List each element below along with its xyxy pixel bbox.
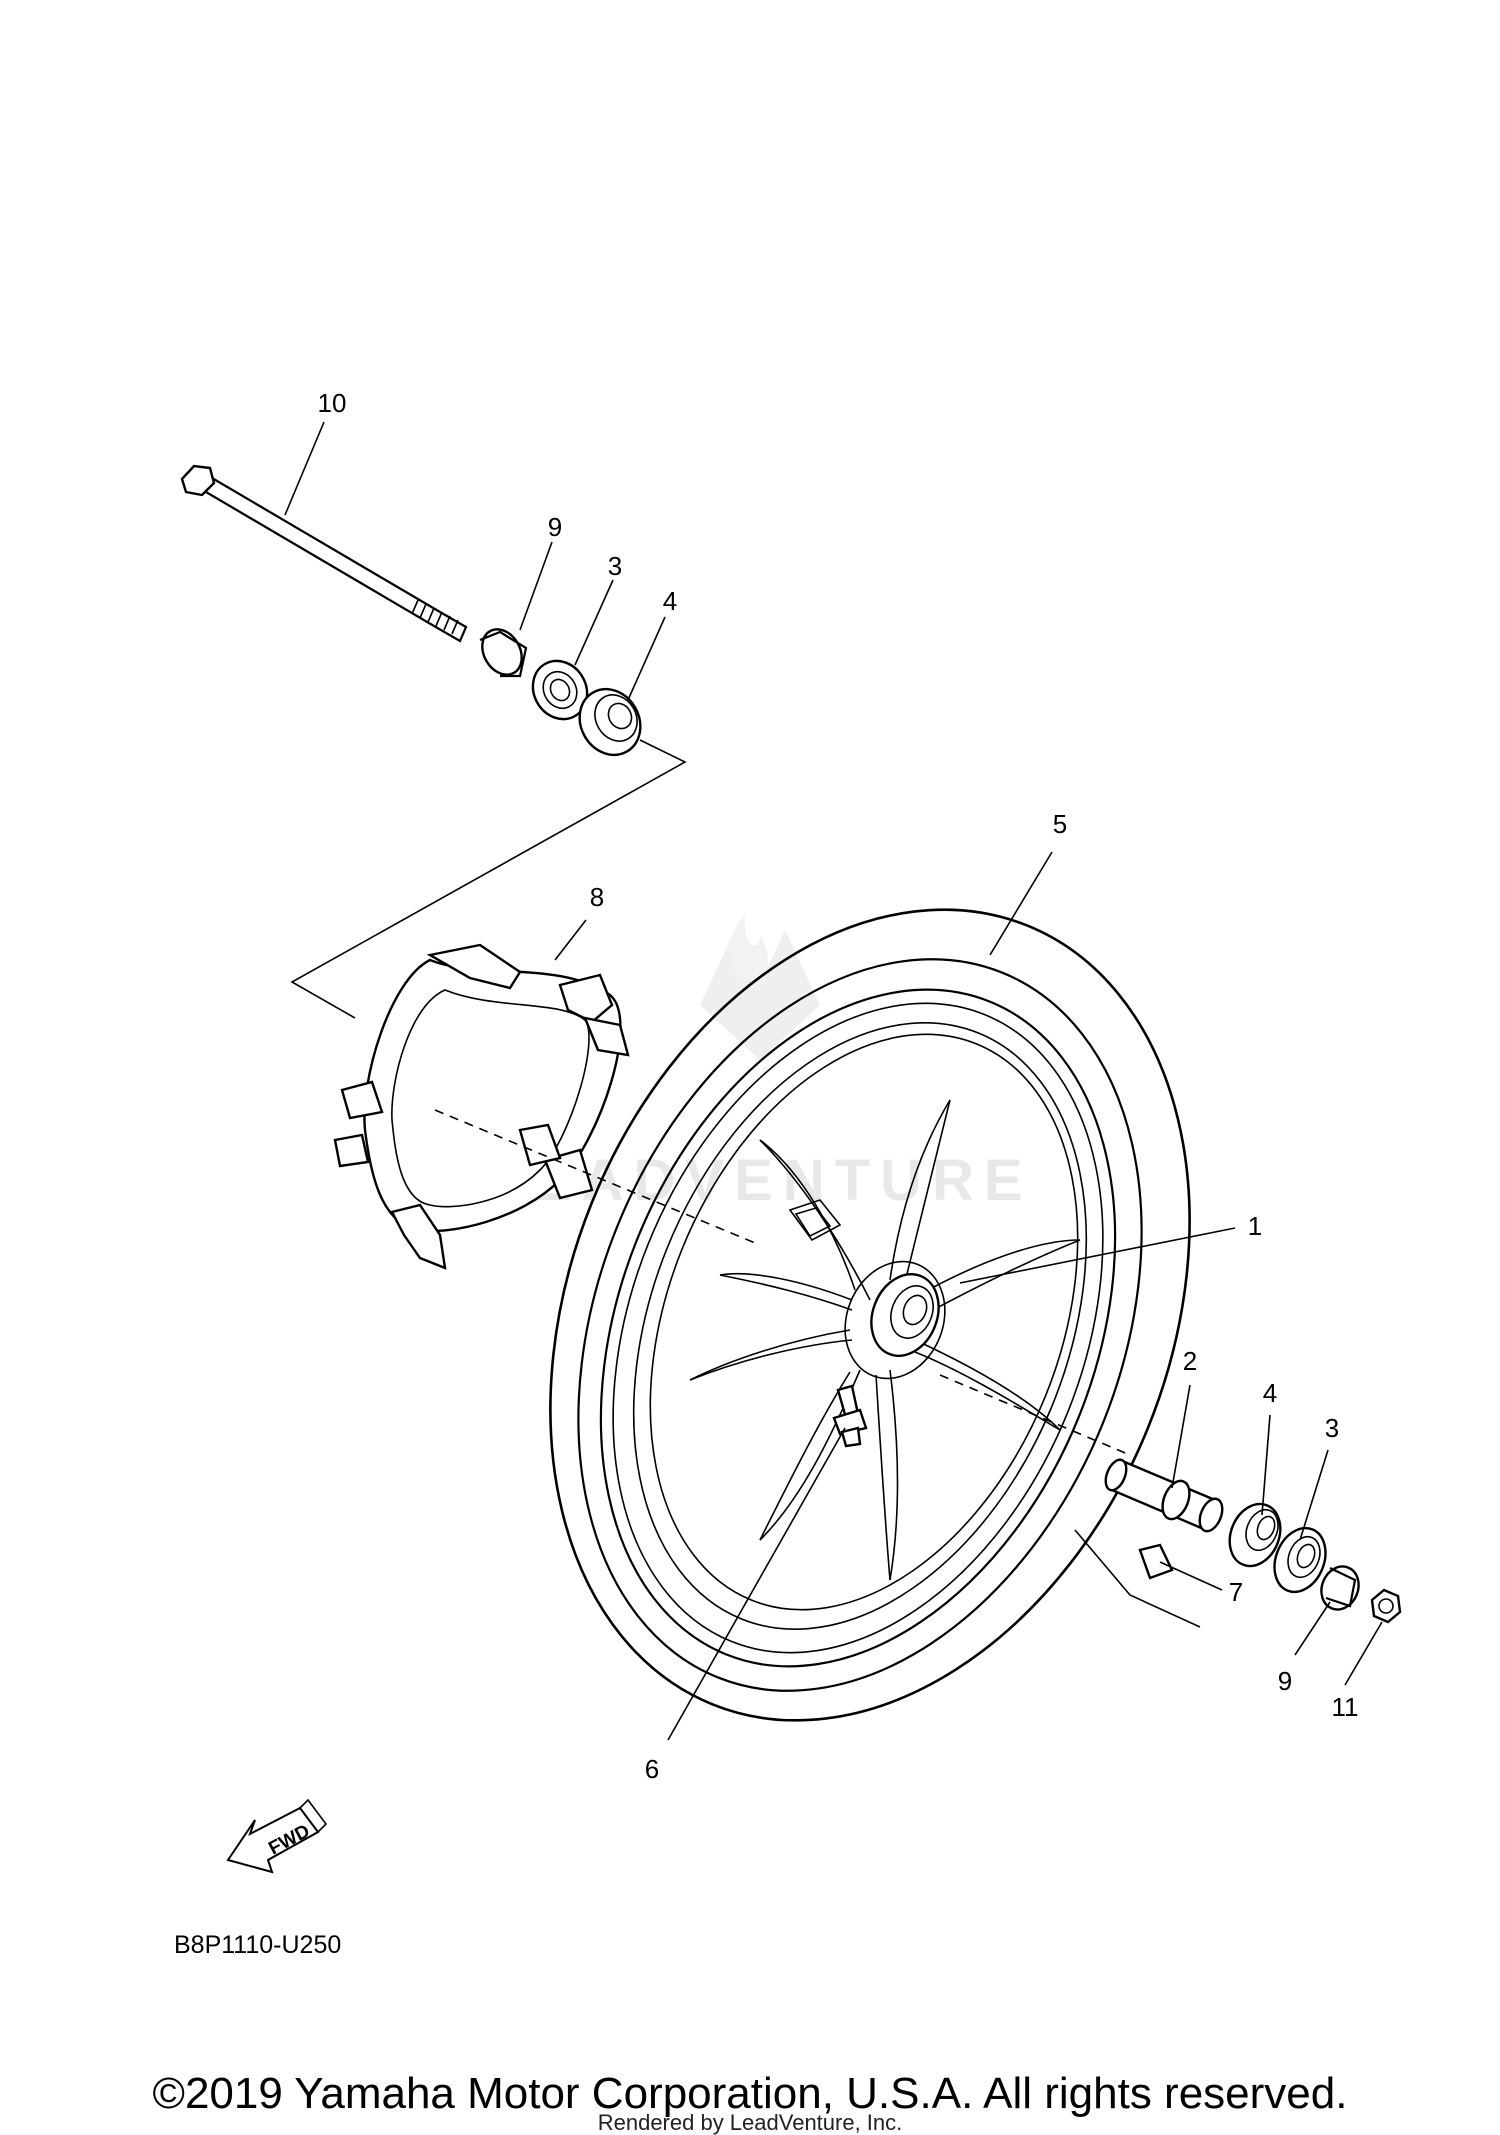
fwd-arrow-icon: FWD [226, 1798, 328, 1874]
wheel-rim [599, 988, 1117, 1668]
upper-assembly-lines [290, 739, 687, 1019]
callout-9-right: 9 [1278, 1666, 1292, 1696]
upper-oil-seal [531, 659, 589, 721]
upper-bearing [578, 687, 642, 757]
copyright-notice: ©2019 Yamaha Motor Corporation, U.S.A. A… [153, 2069, 1348, 2118]
tire [549, 908, 1191, 1722]
diagram-code: B8P1110-U250 [174, 1931, 341, 1959]
valve-stem [832, 1384, 868, 1448]
rendered-by-notice: Rendered by LeadVenture, Inc. [598, 2110, 903, 2135]
callout-5: 5 [1053, 809, 1067, 839]
callout-8: 8 [590, 882, 604, 912]
callout-6: 6 [645, 1754, 659, 1784]
leader-lines [284, 421, 1383, 1741]
callout-4-right: 4 [1263, 1378, 1277, 1408]
callout-7: 7 [1229, 1577, 1243, 1607]
callout-11: 11 [1332, 1692, 1359, 1722]
callout-2: 2 [1183, 1346, 1197, 1376]
brake-disc-ring [333, 943, 630, 1270]
right-bearing [1228, 1502, 1282, 1568]
axle-bolt [180, 464, 468, 643]
callout-9-top: 9 [548, 512, 562, 542]
right-oil-seal [1273, 1526, 1327, 1594]
callout-4-top: 4 [663, 586, 677, 616]
right-collar [1104, 1458, 1224, 1533]
callout-10: 10 [318, 388, 347, 418]
wheel-hub [844, 1260, 946, 1380]
right-spacer [1320, 1565, 1360, 1611]
balance-weight [1074, 1529, 1201, 1628]
callout-3-right: 3 [1325, 1413, 1339, 1443]
callout-labels: 10 9 3 4 5 8 1 2 4 3 7 9 11 6 [318, 388, 1359, 1784]
axle-nut [1370, 1588, 1402, 1624]
callout-3-top: 3 [608, 551, 622, 581]
callout-1: 1 [1248, 1211, 1262, 1241]
upper-spacer [479, 628, 528, 678]
